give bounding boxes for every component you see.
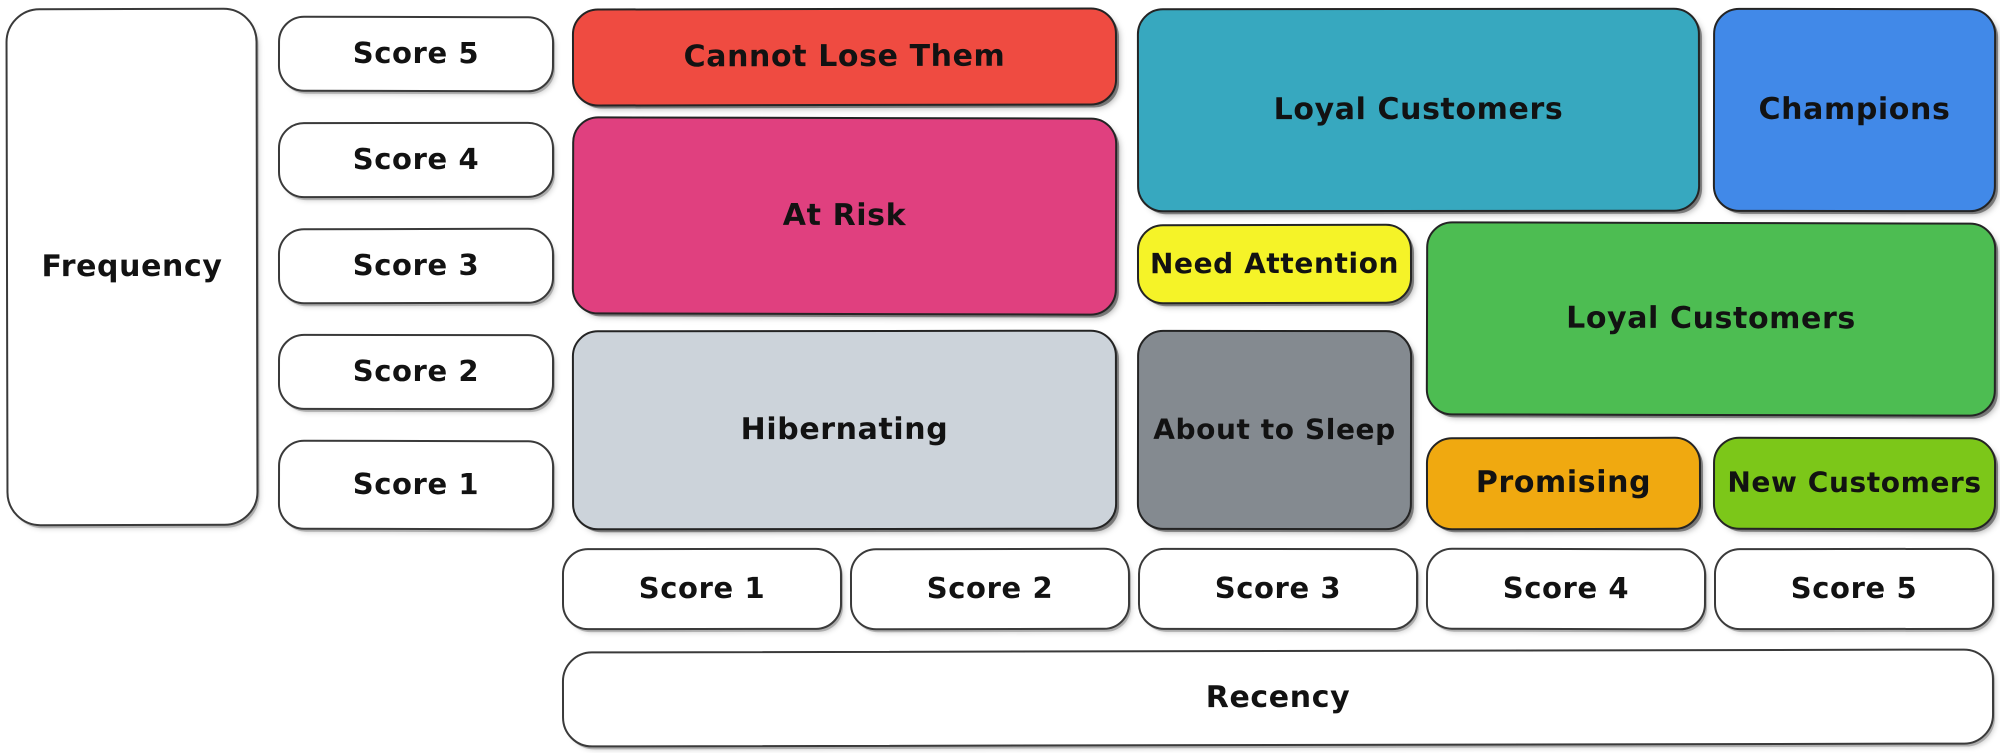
segment-cannot-lose-them[interactable]: Cannot Lose Them bbox=[571, 7, 1118, 107]
segment-champions[interactable]: Champions bbox=[1712, 7, 1997, 213]
segment-loyal-customers-green-label: Loyal Customers bbox=[1566, 300, 1856, 337]
recency-score-2[interactable]: Score 2 bbox=[849, 547, 1131, 631]
frequency-score-2[interactable]: Score 2 bbox=[277, 333, 555, 411]
segment-at-risk[interactable]: At Risk bbox=[571, 116, 1118, 316]
frequency-score-2-label: Score 2 bbox=[352, 354, 480, 389]
frequency-score-3-label: Score 3 bbox=[352, 248, 480, 283]
segment-about-to-sleep[interactable]: About to Sleep bbox=[1136, 329, 1413, 531]
segment-at-risk-label: At Risk bbox=[782, 197, 907, 233]
segment-need-attention-label: Need Attention bbox=[1149, 246, 1400, 281]
frequency-score-1[interactable]: Score 1 bbox=[277, 439, 555, 531]
recency-score-1-label: Score 1 bbox=[638, 571, 766, 606]
frequency-score-4[interactable]: Score 4 bbox=[277, 121, 555, 199]
frequency-score-4-label: Score 4 bbox=[352, 142, 480, 177]
recency-axis-box: Recency bbox=[561, 648, 1995, 748]
frequency-score-5-label: Score 5 bbox=[352, 36, 480, 71]
frequency-score-5[interactable]: Score 5 bbox=[277, 15, 555, 93]
frequency-axis-box: Frequency bbox=[5, 7, 259, 527]
segment-champions-label: Champions bbox=[1758, 91, 1951, 127]
recency-score-5[interactable]: Score 5 bbox=[1713, 547, 1995, 631]
frequency-score-3[interactable]: Score 3 bbox=[277, 227, 555, 305]
segment-need-attention[interactable]: Need Attention bbox=[1136, 223, 1413, 305]
segment-loyal-customers-teal-label: Loyal Customers bbox=[1273, 91, 1564, 127]
segment-hibernating-label: Hibernating bbox=[740, 411, 949, 447]
recency-score-1[interactable]: Score 1 bbox=[561, 547, 843, 631]
segment-hibernating[interactable]: Hibernating bbox=[571, 329, 1118, 531]
segment-promising-label: Promising bbox=[1475, 465, 1652, 501]
frequency-score-1-label: Score 1 bbox=[352, 467, 480, 502]
segment-about-to-sleep-label: About to Sleep bbox=[1153, 412, 1396, 447]
segment-loyal-customers-teal[interactable]: Loyal Customers bbox=[1136, 7, 1701, 213]
recency-score-3-label: Score 3 bbox=[1214, 571, 1342, 606]
segment-promising[interactable]: Promising bbox=[1425, 436, 1702, 531]
segment-cannot-lose-them-label: Cannot Lose Them bbox=[683, 38, 1006, 75]
recency-axis-label: Recency bbox=[1205, 679, 1351, 715]
recency-score-3[interactable]: Score 3 bbox=[1137, 547, 1419, 631]
recency-score-5-label: Score 5 bbox=[1790, 571, 1918, 606]
recency-score-4-label: Score 4 bbox=[1502, 571, 1630, 606]
frequency-axis-label: Frequency bbox=[41, 248, 223, 284]
segment-new-customers-label: New Customers bbox=[1727, 466, 1982, 500]
segment-loyal-customers-green[interactable]: Loyal Customers bbox=[1425, 221, 1997, 417]
recency-score-2-label: Score 2 bbox=[926, 571, 1054, 606]
recency-score-4[interactable]: Score 4 bbox=[1425, 547, 1707, 631]
segment-new-customers[interactable]: New Customers bbox=[1712, 436, 1997, 531]
